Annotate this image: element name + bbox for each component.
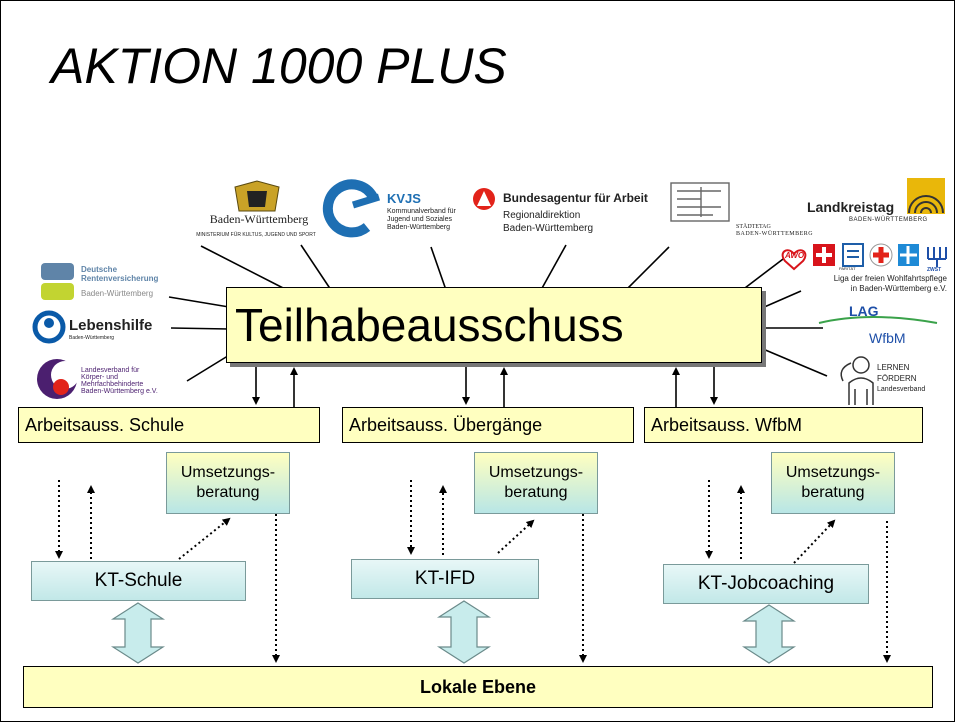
- landkreistag-logo-icon: [907, 178, 945, 214]
- lernen-foerdern-logo-icon: [840, 356, 874, 405]
- umsetzungsberatung-wfbm: Umsetzungs- beratung: [771, 452, 895, 514]
- kvjs-logo-icon: [322, 179, 381, 238]
- lernen-line2: FÖRDERN: [877, 374, 917, 383]
- kvjs-logo-name: KVJS: [387, 191, 421, 206]
- arbeitsausschuss-wfbm: Arbeitsauss. WfbM: [644, 407, 923, 443]
- paritaet-label: PARITÄT: [839, 266, 856, 271]
- awo-label: AWO: [785, 251, 805, 260]
- lag-swoosh-icon: [818, 316, 938, 324]
- dotted-arrows: [55, 480, 891, 663]
- bw-logo-name: Baden-Württemberg: [209, 212, 309, 226]
- lvkm-line4: Baden-Württemberg e.V.: [81, 388, 158, 395]
- liga-icons: [781, 243, 947, 271]
- ba-logo-icon: [473, 188, 495, 210]
- page-title: AKTION 1000 PLUS: [51, 38, 507, 94]
- ba-logo-sub1: Regionaldirektion: [503, 210, 581, 221]
- staedtetag-line1: STÄDTETAG: [736, 224, 771, 230]
- lag-line2: WfbM: [869, 330, 906, 346]
- drv-line1: Deutsche: [81, 265, 118, 274]
- ba-logo-name: Bundesagentur für Arbeit: [503, 191, 648, 205]
- arbeitsausschuss-schule: Arbeitsauss. Schule: [18, 407, 320, 443]
- staedtetag-logo-icon: [670, 182, 730, 222]
- solid-arrows: [252, 364, 718, 407]
- ba-logo-sub2: Baden-Württemberg: [503, 223, 594, 234]
- lvkm-line3: Mehrfachbehinderte: [81, 381, 144, 388]
- lokale-ebene-box: Lokale Ebene: [23, 666, 933, 708]
- bw-crest-icon: [234, 180, 280, 212]
- kt-schule: KT-Schule: [31, 561, 246, 601]
- logo-spokes: [168, 244, 828, 382]
- umsetzungsberatung-schule: Umsetzungs- beratung: [166, 452, 290, 514]
- kvjs-logo-sub: Kommunalverband für Jugend und Soziales …: [387, 208, 456, 231]
- block-arrows: [110, 600, 797, 664]
- lebenshilfe-logo-sub: Baden-Württemberg: [69, 335, 115, 341]
- umsetzungsberatung-uebergaenge: Umsetzungs- beratung: [474, 452, 598, 514]
- teilhabeausschuss-box: Teilhabeausschuss: [226, 287, 762, 363]
- drv-line2: Rentenversicherung: [81, 274, 159, 283]
- lernen-line1: LERNEN: [877, 363, 910, 372]
- drv-line3: Baden-Württemberg: [81, 289, 154, 298]
- drv-logo-icon: [41, 263, 74, 300]
- lernen-line3: Landesverband: [877, 386, 926, 393]
- liga-line2: in Baden-Württemberg e.V.: [850, 284, 947, 293]
- bw-logo-sub: MINISTERIUM FÜR KULTUS, JUGEND UND SPORT: [196, 232, 316, 238]
- arbeitsausschuss-uebergaenge: Arbeitsauss. Übergänge: [342, 407, 634, 443]
- kt-ifd: KT-IFD: [351, 559, 539, 599]
- zwst-label: ZWST: [927, 267, 942, 273]
- landkreistag-logo-sub: BADEN-WÜRTTEMBERG: [849, 217, 928, 223]
- lvkm-line1: Landesverband für: [81, 367, 140, 374]
- lebenshilfe-logo-name: Lebenshilfe: [69, 317, 153, 334]
- lag-line1: LAG: [849, 303, 879, 319]
- kt-jobcoaching: KT-Jobcoaching: [663, 564, 869, 604]
- lebenshilfe-logo-icon: [32, 310, 66, 344]
- liga-line1: Liga der freien Wohlfahrtspflege: [833, 274, 947, 283]
- landkreistag-logo-name: Landkreistag: [807, 199, 895, 215]
- staedtetag-line2: BADEN-WÜRTTEMBERG: [736, 231, 814, 237]
- lvkm-line2: Körper- und: [81, 374, 118, 381]
- lvkm-logo-icon: [37, 359, 79, 399]
